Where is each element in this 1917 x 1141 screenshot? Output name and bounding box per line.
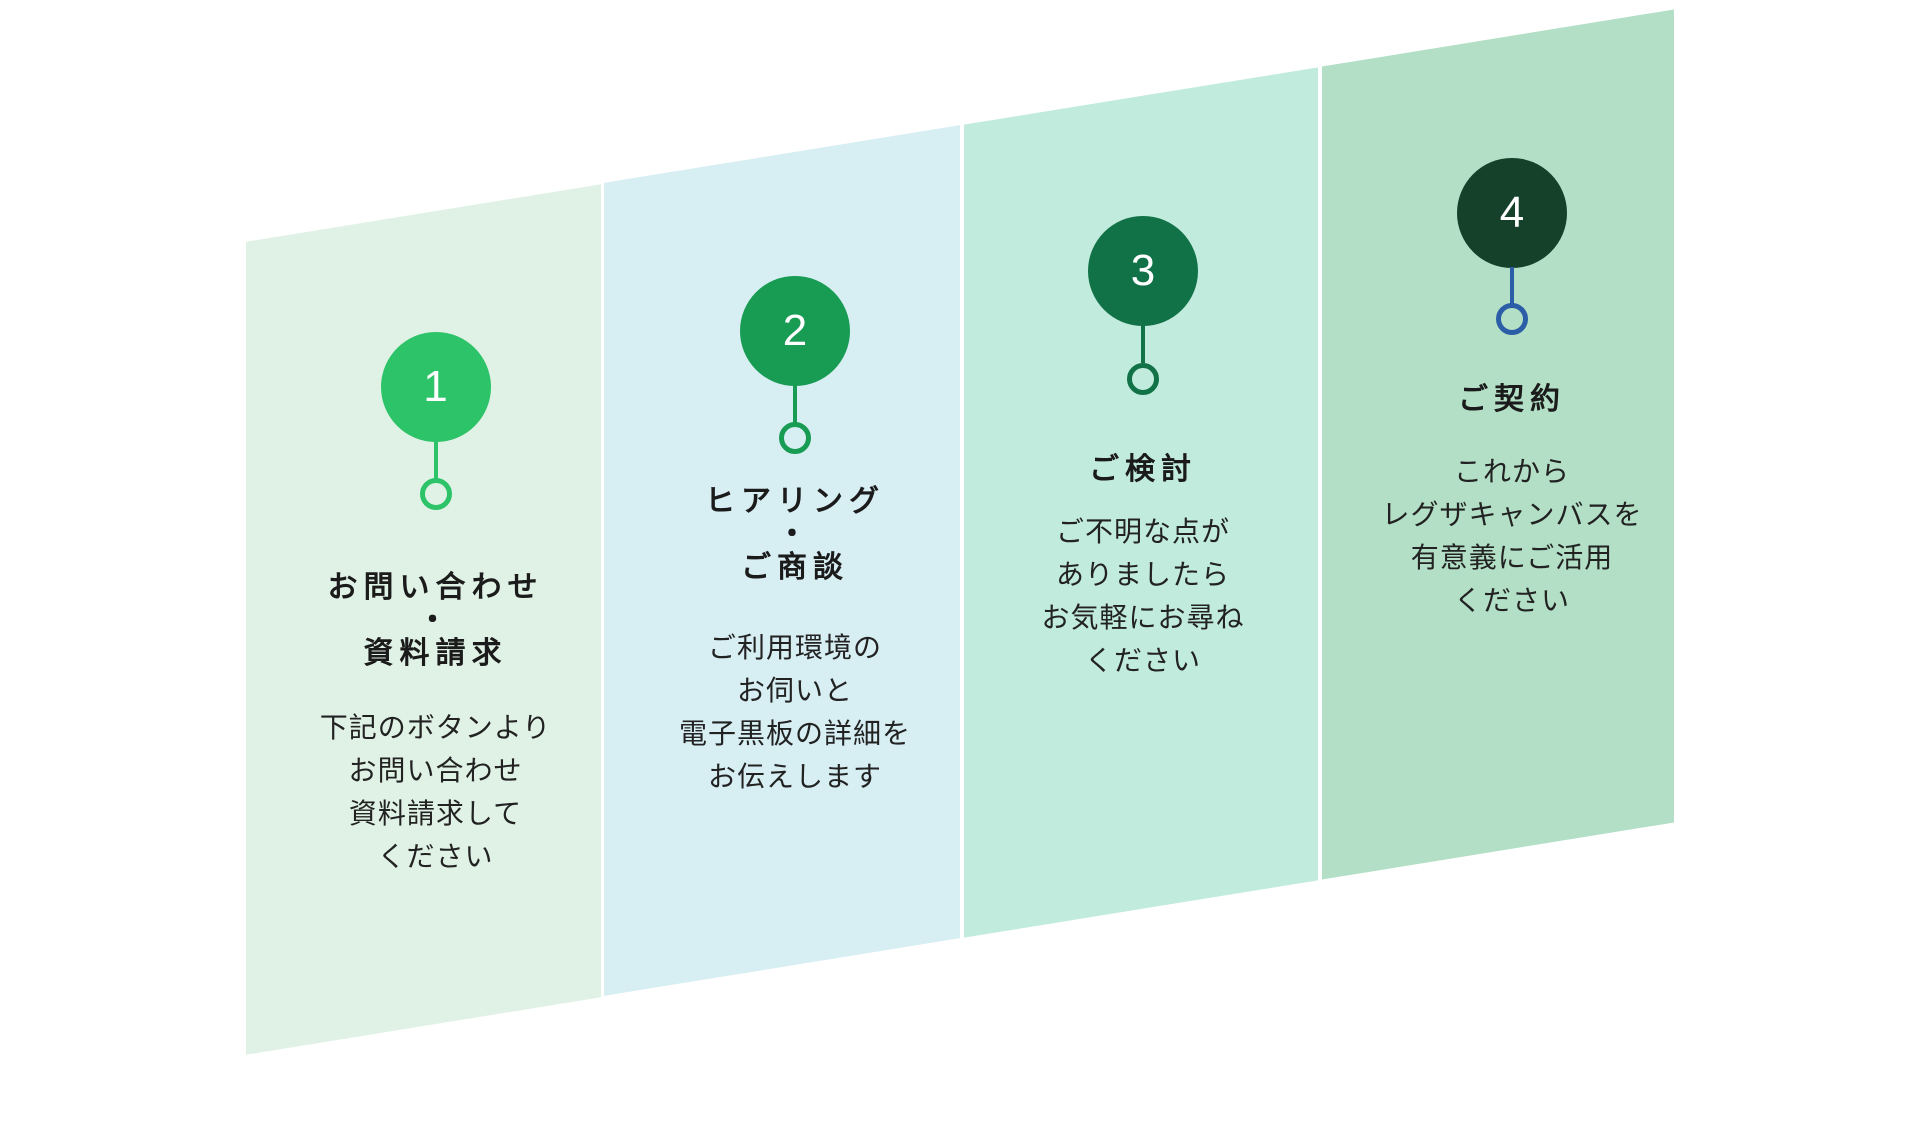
step-2-connector-line	[793, 385, 797, 423]
step-1-content: 1 お問い合わせ ・ 資料請求 下記のボタンより お問い合わせ 資料請求して く…	[258, 0, 613, 1141]
step-3-panel-background	[964, 67, 1318, 938]
step-4-connector-ring-icon	[1496, 303, 1528, 335]
step-2-title: ヒアリング ・ ご商談	[705, 485, 885, 584]
step-1-description: 下記のボタンより お問い合わせ 資料請求して ください	[319, 712, 552, 872]
step-2-panel-background	[604, 125, 960, 996]
step-4-number: 4	[1499, 188, 1525, 237]
step-4-panel-background	[1322, 9, 1674, 880]
step-3-connector-line	[1141, 325, 1145, 363]
step-2-description: ご利用環境の お伺いと 電子黒板の詳細を お伝えします	[678, 632, 912, 792]
step-3-number: 3	[1130, 246, 1156, 295]
step-3-title: ご検討	[1089, 453, 1197, 486]
step-3-number-badge: 3	[1088, 216, 1198, 326]
step-2-content: 2 ヒアリング ・ ご商談 ご利用環境の お伺いと 電子黒板の詳細を お伝えしま…	[617, 0, 973, 1141]
step-1-title: お問い合わせ ・ 資料請求	[327, 571, 544, 670]
step-2-number-badge: 2	[740, 276, 850, 386]
step-4-number-badge: 4	[1457, 158, 1567, 268]
step-1-number-badge: 1	[380, 332, 491, 442]
step-4-connector-line	[1510, 267, 1514, 305]
step-1-number: 1	[423, 362, 448, 411]
step-1-connector-ring-icon	[419, 478, 452, 510]
step-4-title: ご契約	[1458, 383, 1566, 416]
step-1-panel-background	[246, 184, 601, 1055]
step-2-connector-ring-icon	[779, 422, 811, 454]
step-3-content: 3 ご検討 ご不明な点が ありましたら お気軽にお尋ね ください	[966, 0, 1320, 1141]
step-1-connector-line	[433, 441, 438, 479]
step-4-content: 4 ご契約 これから レグザキャンバスを 有意義にご活用 ください	[1336, 0, 1688, 1141]
step-3-connector-ring-icon	[1127, 363, 1159, 395]
step-2-number: 2	[782, 306, 808, 355]
step-4-description: これから レグザキャンバスを 有意義にご活用 ください	[1381, 456, 1643, 616]
step-3-description: ご不明な点が ありましたら お気軽にお尋ね ください	[1041, 516, 1245, 676]
